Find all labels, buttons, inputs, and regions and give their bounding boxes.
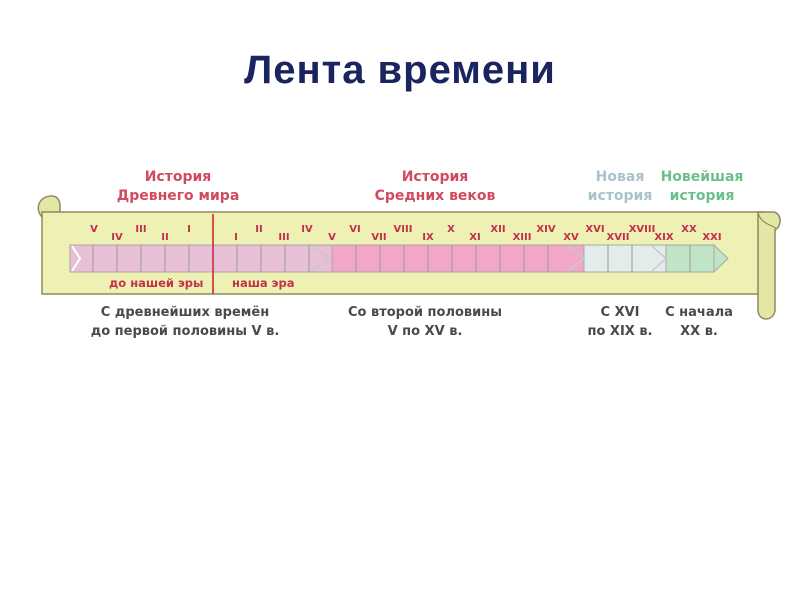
century-label-ad: XIII [512,232,532,243]
band-medieval [331,244,585,273]
century-label-bc: II [161,232,169,243]
period-modern-line2: история [587,188,653,204]
scroll-right-curl [757,211,781,320]
caption-modern-line1: С XVI [600,305,640,320]
section-chevrons [71,245,668,272]
period-newest-line2: история [669,188,735,204]
band-modern [583,244,667,273]
era-label-bc: до нашей эры [109,276,204,290]
century-label-ad: XIV [536,224,556,235]
era-label-ad: наша эра [232,276,295,290]
caption-newest-line1: С начала [665,305,733,320]
period-ancient-line2: Древнего мира [116,188,240,204]
caption-medieval-line2: V по XV в. [387,324,463,339]
caption-ancient: С древнейших времён до первой половины V… [70,303,300,341]
period-modern-line1: Новая [595,169,645,185]
timeline-arrow [69,243,729,274]
century-label-bc: V [90,224,98,235]
caption-medieval: Со второй половины V по XV в. [330,303,520,341]
caption-ancient-line1: С древнейших времён [100,305,270,320]
century-label-bc: III [135,224,147,235]
century-label-ad: IV [301,224,313,235]
period-ancient-line1: История [144,169,212,185]
century-label-ad: X [447,224,455,235]
period-newest-line1: Новейшая [660,169,744,185]
century-label-ad: XII [490,224,506,235]
century-label-ad: XX [681,224,697,235]
century-label-bc: I [187,224,191,235]
period-medieval-heading: История Средних веков [360,168,510,206]
century-label-ad: XVII [606,232,630,243]
century-label-ad: XXI [702,232,722,243]
arrow-head [713,243,729,274]
caption-newest: С начала XX в. [656,303,742,341]
century-label-ad: XVI [585,224,605,235]
century-label-ad: XI [469,232,481,243]
period-newest-heading: Новейшая история [656,168,748,206]
century-label-ad: IX [422,232,434,243]
period-medieval-line1: История [401,169,469,185]
band-ancient [69,244,333,273]
page-title: Лента времени [244,48,556,92]
century-label-ad: XV [563,232,579,243]
scroll-right-curl-top [757,211,777,231]
century-dividers [92,245,691,272]
century-label-ad: XVIII [628,224,656,235]
caption-medieval-line1: Со второй половины [347,305,502,320]
century-label-ad: VI [349,224,361,235]
caption-modern-line2: по XIX в. [587,324,653,339]
caption-ancient-line2: до первой половины V в. [90,324,280,339]
century-label-ad: I [234,232,238,243]
period-ancient-heading: История Древнего мира [103,168,253,206]
century-label-ad: V [328,232,336,243]
caption-modern: С XVI по XIX в. [580,303,660,341]
century-label-ad: II [255,224,263,235]
caption-newest-line2: XX в. [680,324,718,339]
century-label-bc: IV [111,232,123,243]
period-medieval-line2: Средних веков [374,188,496,204]
period-modern-heading: Новая история [584,168,656,206]
century-label-ad: III [278,232,290,243]
century-label-ad: XIX [654,232,674,243]
century-label-ad: VII [371,232,387,243]
century-label-ad: VIII [393,224,413,235]
